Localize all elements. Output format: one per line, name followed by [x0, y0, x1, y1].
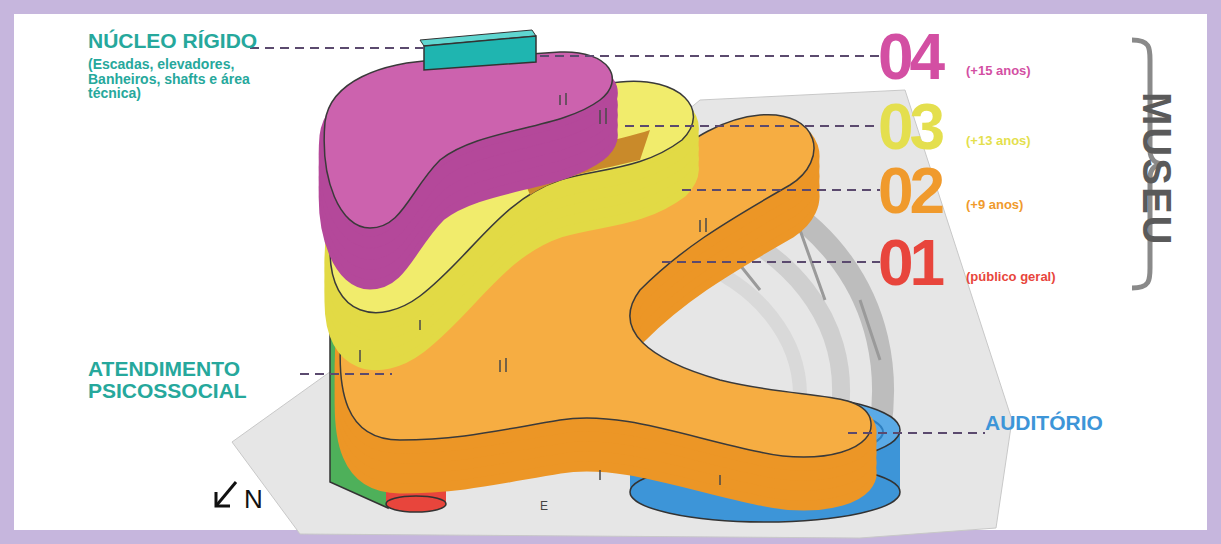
- north-arrow: [216, 482, 236, 506]
- callout-note: (+13 anos): [966, 134, 1076, 148]
- museum-label: MUSEU: [1136, 92, 1178, 232]
- callout-number: 02: [878, 158, 978, 225]
- callout-note: (+9 anos): [966, 198, 1076, 212]
- callout-number: 03: [878, 94, 978, 161]
- core-description: (Escadas, elevadores, Banheiros, shafts …: [88, 57, 273, 101]
- core-title: NÚCLEO RÍGIDO: [88, 30, 328, 52]
- leader-line: [682, 189, 880, 191]
- callout-note: (+15 anos): [966, 64, 1076, 78]
- leader-line: [662, 261, 880, 263]
- window-marks: [360, 93, 720, 485]
- callout-number: 01: [878, 230, 978, 297]
- red-cylinder-base: [386, 496, 446, 512]
- leader-line: [540, 55, 880, 57]
- north-arrow-head: [216, 492, 230, 506]
- north-label: N: [244, 486, 284, 513]
- leader-line: [625, 125, 880, 127]
- auditorium-label: AUDITÓRIO: [985, 412, 1145, 434]
- core-box: [424, 36, 536, 70]
- floor-04-top: [324, 52, 612, 228]
- psychosocial-label: ATENDIMENTO PSICOSSOCIAL: [88, 358, 308, 402]
- callout-number: 04: [878, 24, 978, 91]
- leader-line: [250, 47, 428, 49]
- ground-letter: E: [540, 500, 560, 513]
- leader-line: [848, 432, 985, 434]
- callout-note: (público geral): [966, 270, 1096, 284]
- leader-lines: [250, 48, 985, 433]
- leader-line: [300, 373, 392, 375]
